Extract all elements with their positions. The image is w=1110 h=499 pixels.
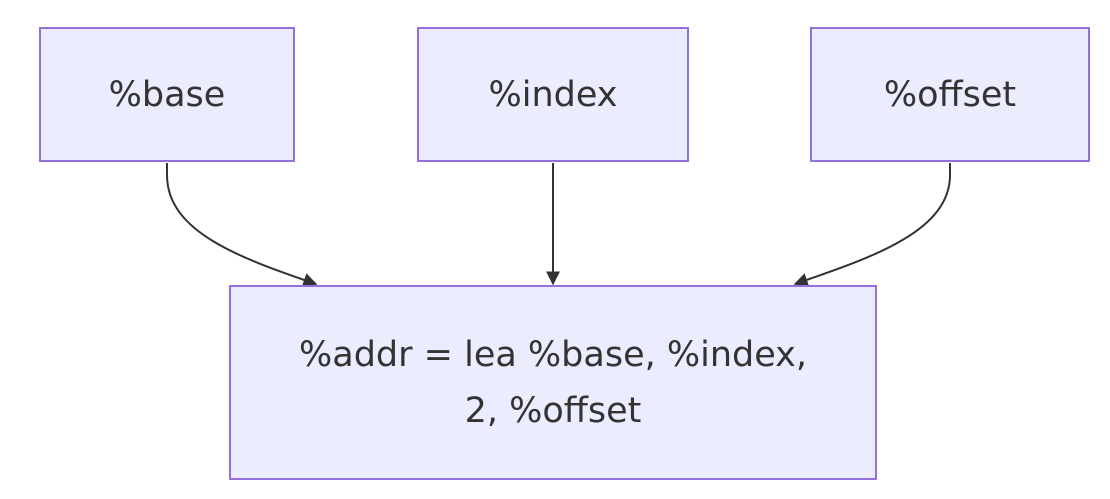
- node-addr: %addr = lea %base, %index, 2, %offset: [229, 285, 877, 480]
- edge-offset-to-addr: [793, 163, 951, 287]
- edge-base-to-addr: [166, 163, 318, 287]
- node-index: %index: [417, 27, 689, 162]
- node-base: %base: [39, 27, 295, 162]
- node-base-label: %base: [108, 74, 226, 115]
- node-offset-label: %offset: [883, 74, 1017, 115]
- node-offset: %offset: [810, 27, 1090, 162]
- node-addr-label-line2: 2, %offset: [464, 390, 642, 431]
- node-addr-label-line1: %addr = lea %base, %index,: [298, 334, 807, 375]
- node-index-label: %index: [488, 74, 618, 115]
